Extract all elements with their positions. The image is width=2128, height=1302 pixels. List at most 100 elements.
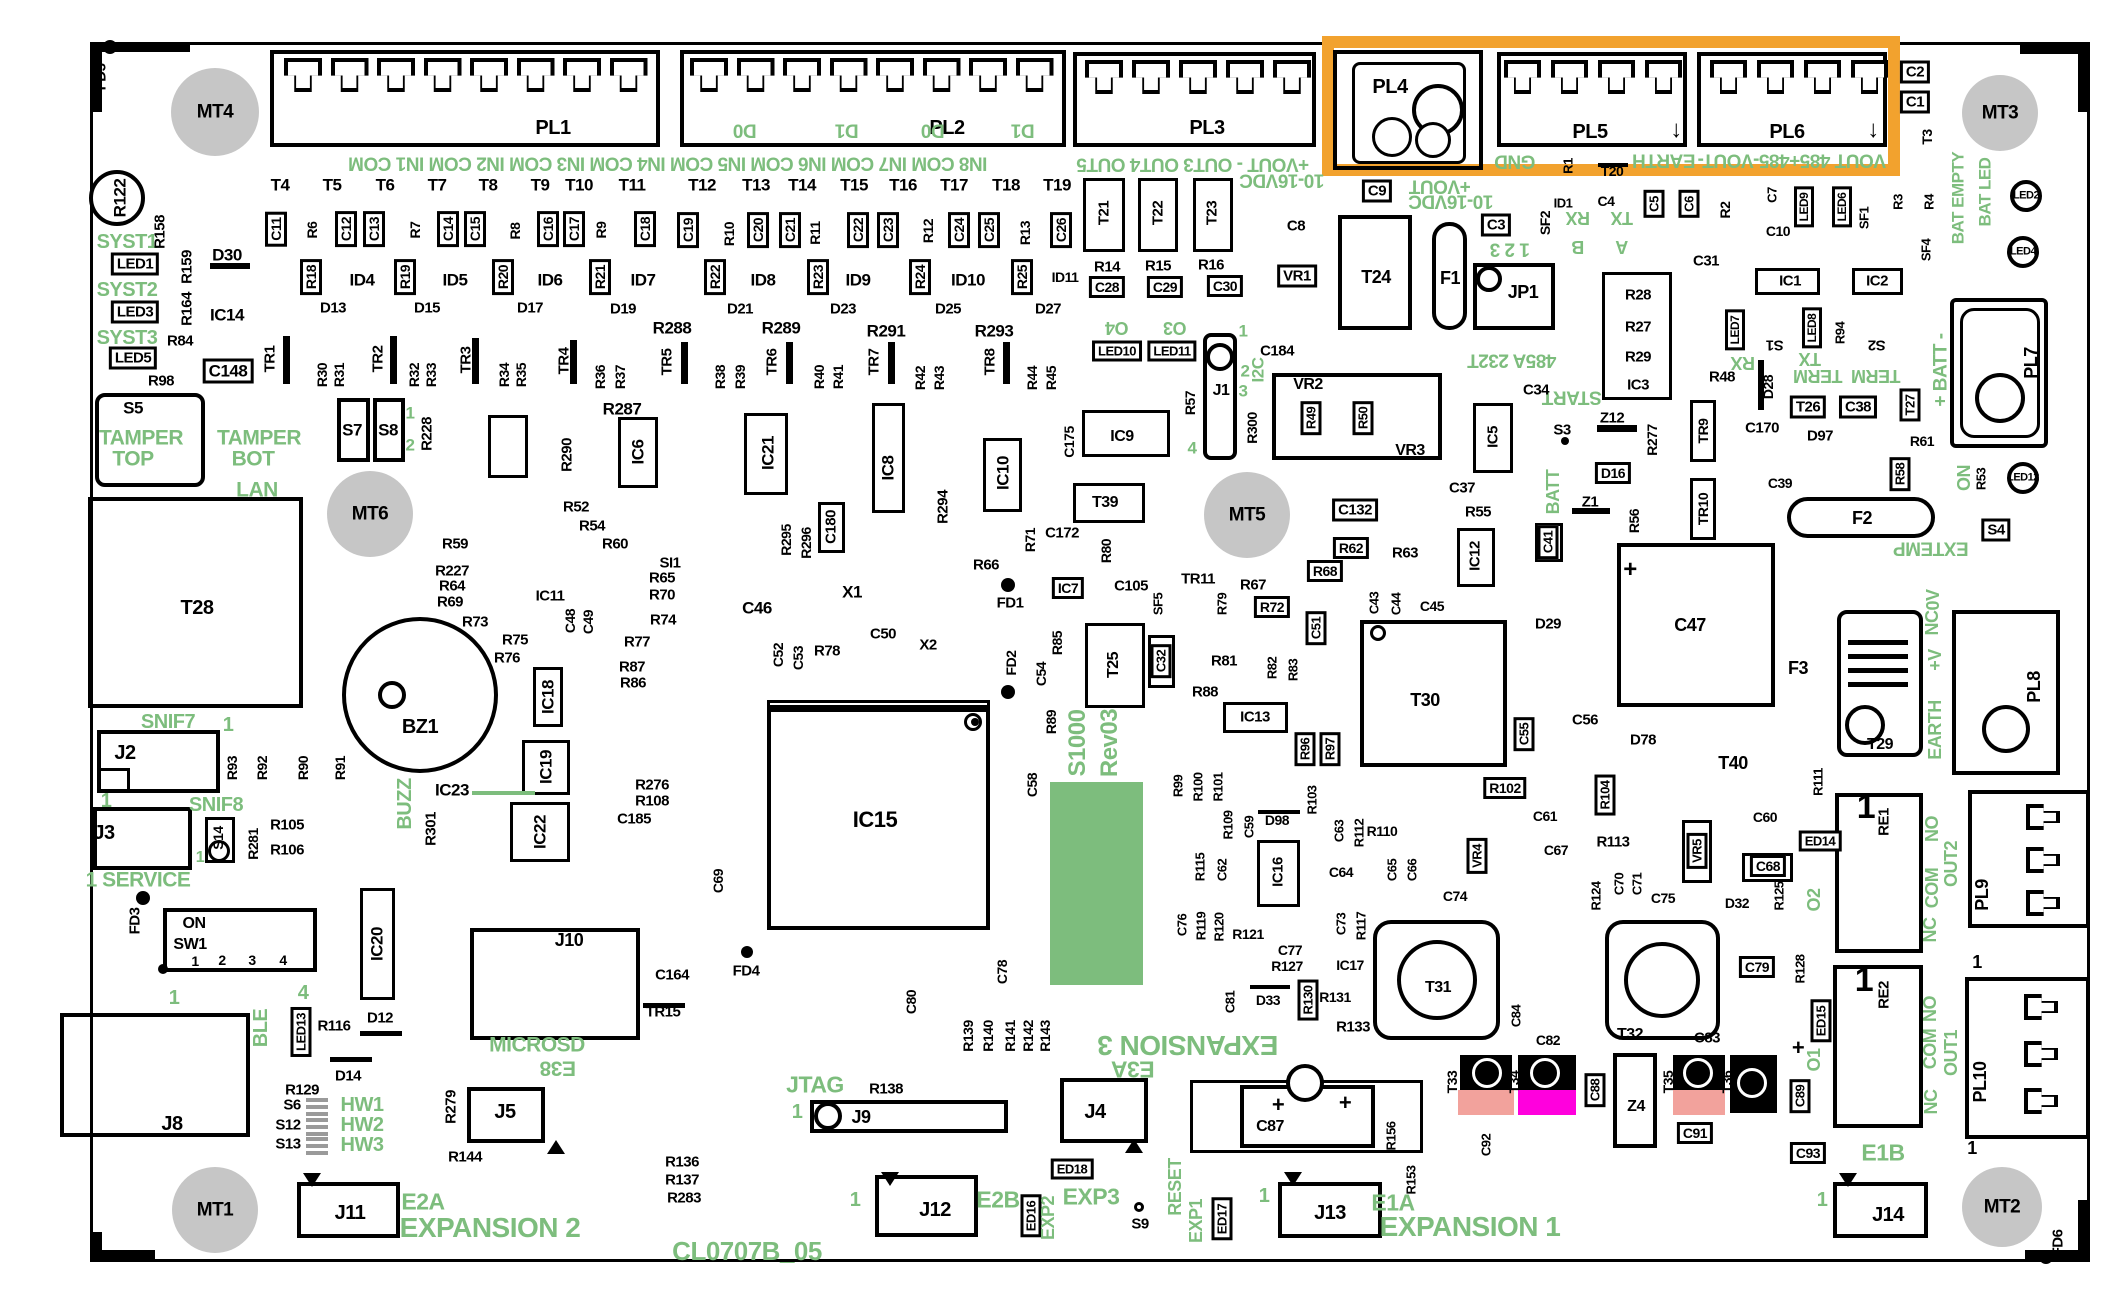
- label-buzz: BUZZ: [394, 778, 416, 830]
- label-mt1: MT1: [196, 1199, 234, 1221]
- label-r288: R288: [652, 318, 692, 338]
- label-tamper: TAMPER: [216, 426, 302, 450]
- label-r158: R158: [151, 215, 169, 249]
- label-r110: R110: [1366, 823, 1398, 839]
- label-expansion_2: EXPANSION 2: [399, 1212, 581, 1243]
- label-term: TERM: [1793, 366, 1843, 386]
- label-ic10: IC10: [993, 456, 1013, 490]
- label-1: 1: [1967, 1138, 1977, 1158]
- label-nc: NC: [1921, 1089, 1941, 1115]
- shape-rect-73: [1432, 222, 1467, 330]
- label-r33: R33: [423, 362, 439, 388]
- label-t39: T39: [1091, 494, 1119, 511]
- label-r9: R9: [593, 221, 609, 239]
- shape-rect-30: [1257, 840, 1300, 907]
- label-r12: R12: [920, 218, 936, 244]
- label-s12: S12: [275, 1116, 301, 1134]
- label-1: 1: [791, 1101, 803, 1123]
- shape-rect-25: [1082, 410, 1170, 457]
- label-c54: C54: [1033, 661, 1049, 687]
- label-pl2: PL2: [929, 117, 965, 139]
- label-d12: D12: [366, 1009, 394, 1027]
- label-s4: S4: [1981, 518, 2011, 542]
- label-+: +: [1791, 1035, 1805, 1060]
- label-r10: R10: [721, 221, 737, 247]
- label-t27: T27: [1899, 388, 1921, 422]
- shape-rect-90: [1518, 1090, 1576, 1115]
- label-r57: R57: [1182, 390, 1198, 416]
- label-c19: C19: [677, 211, 699, 249]
- label-d17: D17: [516, 299, 544, 317]
- connector-pl2: [680, 50, 1066, 147]
- shape-rect-83: [472, 791, 535, 795]
- label-a: A: [1615, 237, 1629, 257]
- label-t6: T6: [375, 175, 395, 195]
- label-bot: BOT: [231, 447, 275, 471]
- label-tr15: TR15: [645, 1003, 681, 1021]
- label-t4: T4: [270, 175, 290, 195]
- label-s6: S6: [283, 1096, 301, 1114]
- shape-rect-44: [1272, 373, 1442, 460]
- label-r131: R131: [1319, 989, 1351, 1005]
- label-t3: T3: [1919, 129, 1935, 145]
- label-c73: C73: [1333, 912, 1349, 936]
- label-4: 4: [297, 982, 309, 1004]
- shape-rect-18: [1833, 965, 1923, 1128]
- shape-rect-118: [1848, 640, 1908, 645]
- label-ed17: ED17: [1211, 1197, 1233, 1241]
- label-r279: R279: [442, 1090, 460, 1124]
- label-ic22: IC22: [530, 815, 550, 849]
- label-t8: T8: [478, 175, 498, 195]
- label-r6: R6: [304, 221, 320, 239]
- shape-rect-98: [1003, 342, 1010, 384]
- label-f3: F3: [1787, 658, 1809, 678]
- label-bz1: BZ1: [401, 716, 439, 738]
- label-1: 1: [195, 849, 205, 866]
- label-d16: D16: [1594, 462, 1632, 484]
- label-id6: ID6: [537, 270, 563, 290]
- shape-rect-35: [1852, 268, 1903, 295]
- label-earth: EARTH: [1925, 700, 1945, 760]
- shape-rect-104: [1758, 360, 1764, 410]
- label-r112: R112: [1351, 818, 1367, 848]
- label-r130: R130: [1297, 979, 1319, 1021]
- label-ic21: IC21: [758, 436, 778, 470]
- label-r28: R28: [1624, 286, 1652, 304]
- shape-rect-62: [875, 1175, 978, 1237]
- label-ic12: IC12: [1466, 541, 1484, 571]
- label-r62: R62: [1332, 537, 1370, 559]
- label-c84: C84: [1508, 1004, 1524, 1028]
- label-r79: R79: [1214, 592, 1230, 616]
- label-1: 1: [1854, 961, 1874, 999]
- label-ic17: IC17: [1336, 957, 1364, 973]
- shape-circle-18: [1397, 940, 1477, 1020]
- shape-rect-115: [306, 1137, 328, 1141]
- label-r61: R61: [1909, 433, 1935, 449]
- label-r50: R50: [1352, 400, 1374, 436]
- label-c41: C41: [1537, 524, 1559, 560]
- label-d30: D30: [212, 245, 242, 265]
- pin1-triangle: [881, 1172, 899, 1186]
- label-r138: R138: [869, 1080, 903, 1098]
- label-sf5: SF5: [1150, 592, 1166, 616]
- label-r30: R30: [314, 362, 330, 388]
- shape-rect-72: [1787, 497, 1935, 538]
- label-r90: R90: [295, 755, 311, 781]
- shape-rect-69: [1682, 820, 1712, 883]
- label-t23: T23: [1203, 200, 1221, 226]
- label-r21: R21: [589, 258, 611, 296]
- shape-rect-23: [872, 403, 905, 513]
- label-r41: R41: [830, 364, 846, 390]
- label-r103: R103: [1304, 785, 1320, 815]
- label-r291: R291: [866, 321, 906, 341]
- label-r164: R164: [178, 292, 196, 326]
- label-c52: C52: [770, 642, 786, 668]
- label-r66: R66: [972, 556, 1000, 574]
- label-r113: R113: [1596, 833, 1630, 851]
- label-r294: R294: [934, 490, 952, 524]
- label-tx: TX: [1610, 208, 1634, 228]
- label-r228: R228: [418, 417, 436, 451]
- label-tr11: TR11: [1181, 570, 1215, 588]
- label-tr9: TR9: [1695, 418, 1711, 444]
- label-r43: R43: [931, 365, 947, 391]
